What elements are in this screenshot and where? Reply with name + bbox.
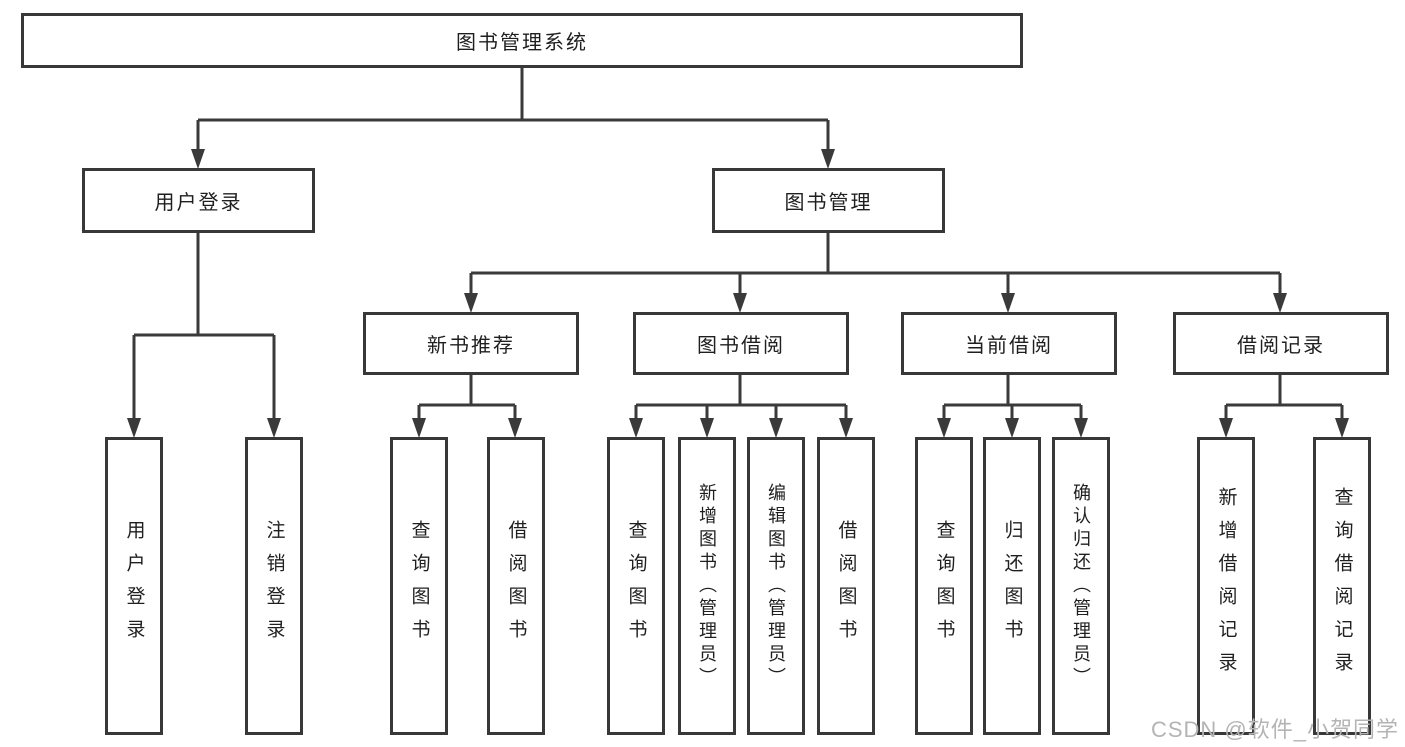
connector-borrow-record-children bbox=[1219, 375, 1349, 438]
leaf-query-borrow-record: 查询借阅记录 bbox=[1313, 437, 1371, 735]
node-new-book-recommend-label: 新书推荐 bbox=[427, 335, 515, 357]
leaf-borrow-books-rec: 借阅图书 bbox=[487, 437, 545, 735]
node-root-label: 图书管理系统 bbox=[456, 32, 588, 54]
leaf-borrow-books: 借阅图书 bbox=[817, 437, 875, 735]
node-new-book-recommend: 新书推荐 bbox=[363, 312, 579, 375]
node-current-borrowing-label: 当前借阅 bbox=[965, 335, 1053, 357]
connector-new-book-rec-children bbox=[412, 375, 522, 438]
leaf-query-books-borrow: 查询图书 bbox=[607, 437, 665, 735]
node-borrowing-records: 借阅记录 bbox=[1173, 312, 1389, 375]
node-book-borrowing: 图书借阅 bbox=[633, 312, 849, 375]
connector-root-to-level2 bbox=[191, 68, 835, 169]
leaf-user-login: 用户登录 bbox=[105, 437, 163, 735]
leaf-return-books: 归还图书 bbox=[983, 437, 1041, 735]
leaf-logout: 注销登录 bbox=[245, 437, 303, 735]
csdn-watermark: CSDN @软件_小贺同学 bbox=[1150, 717, 1399, 742]
leaf-confirm-return-admin: 确认归还（管理员） bbox=[1052, 437, 1110, 735]
node-borrowing-records-label: 借阅记录 bbox=[1237, 335, 1325, 357]
leaf-add-borrow-record: 新增借阅记录 bbox=[1197, 437, 1255, 735]
leaf-add-book-admin: 新增图书（管理员） bbox=[678, 437, 736, 735]
leaf-edit-book-admin: 编辑图书（管理员） bbox=[747, 437, 805, 735]
connector-user-login-children bbox=[127, 233, 281, 438]
node-book-management-label: 图书管理 bbox=[784, 192, 873, 214]
node-current-borrowing: 当前借阅 bbox=[901, 312, 1117, 375]
connector-current-borrow-children bbox=[937, 375, 1088, 438]
connector-book-borrow-children bbox=[629, 375, 853, 438]
node-user-login-label: 用户登录 bbox=[154, 192, 243, 214]
node-book-management: 图书管理 bbox=[712, 168, 945, 233]
leaf-query-books-current: 查询图书 bbox=[915, 437, 973, 735]
connector-book-mgmt-to-level3 bbox=[464, 233, 1287, 313]
node-root-library-system: 图书管理系统 bbox=[21, 13, 1023, 68]
node-book-borrowing-label: 图书借阅 bbox=[697, 335, 785, 357]
node-user-login: 用户登录 bbox=[82, 168, 315, 233]
leaf-query-books-rec: 查询图书 bbox=[390, 437, 448, 735]
